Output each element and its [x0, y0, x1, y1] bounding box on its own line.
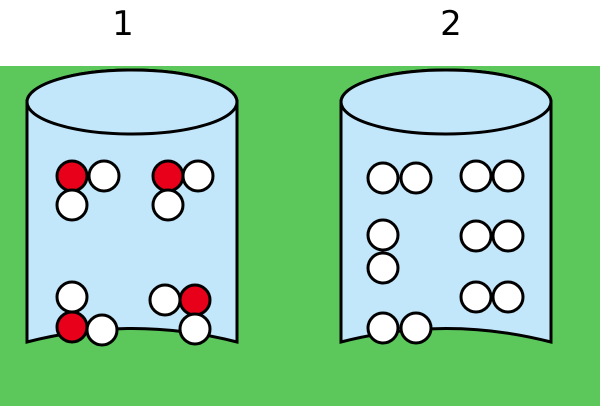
- white-atom: [85, 313, 119, 347]
- container-2: [339, 68, 553, 345]
- white-atom: [55, 188, 89, 222]
- molecule-2-4: [459, 219, 525, 253]
- red-atom: [178, 283, 212, 317]
- container-1-label: 1: [112, 4, 134, 44]
- molecule-2-2: [459, 159, 525, 193]
- white-atom: [491, 159, 525, 193]
- molecule-1-4: [148, 283, 212, 346]
- white-atom: [399, 161, 433, 195]
- molecule-2-1: [366, 161, 433, 195]
- white-atom: [181, 159, 215, 193]
- white-atom: [491, 280, 525, 314]
- white-atom: [459, 219, 493, 253]
- white-atom: [459, 280, 493, 314]
- container-1: [25, 68, 239, 347]
- container-1-opening: [25, 68, 239, 136]
- molecule-2-3: [366, 218, 400, 285]
- white-atom: [366, 161, 400, 195]
- container-2-label: 2: [440, 4, 462, 44]
- white-atom: [459, 159, 493, 193]
- white-atom: [87, 159, 121, 193]
- molecule-2-5: [459, 280, 525, 314]
- molecule-2-6: [366, 311, 433, 345]
- white-atom: [151, 188, 185, 222]
- molecule-1-1: [55, 159, 121, 222]
- molecule-1-2: [151, 159, 215, 222]
- molecule-1-3: [55, 280, 119, 347]
- red-atom: [151, 159, 185, 193]
- red-atom: [55, 159, 89, 193]
- white-atom: [55, 280, 89, 314]
- white-atom: [178, 312, 212, 346]
- white-atom: [366, 218, 400, 252]
- white-atom: [491, 219, 525, 253]
- white-atom: [399, 311, 433, 345]
- red-atom: [55, 310, 89, 344]
- white-atom: [148, 283, 182, 317]
- white-atom: [366, 311, 400, 345]
- container-2-opening: [339, 68, 553, 136]
- white-atom: [366, 251, 400, 285]
